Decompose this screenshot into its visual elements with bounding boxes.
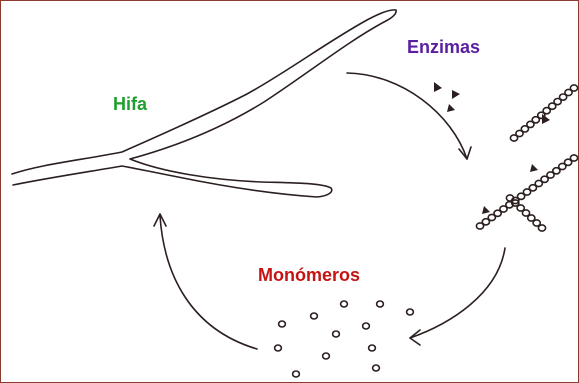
monomer-bead-icon (377, 301, 384, 307)
enzyme-triangle-icon (434, 82, 442, 92)
monomer-bead-icon (293, 371, 300, 377)
monomer-bead-icon (373, 365, 380, 371)
hypha-icon (12, 10, 396, 197)
polymer-ring (538, 225, 545, 231)
enzyme-triangle-icon (482, 206, 490, 214)
monomeros-label: Monómeros (258, 265, 360, 285)
polymer-chains (476, 85, 577, 231)
monomer-bead-icon (407, 309, 414, 315)
cycle-arrow-icon (410, 248, 505, 345)
monomer-beads (275, 301, 414, 377)
enzyme-triangles (434, 82, 550, 214)
enzyme-triangle-icon (530, 164, 538, 172)
monomer-bead-icon (369, 345, 376, 351)
enzyme-triangle-icon (452, 90, 460, 99)
enzimas-label: Enzimas (407, 37, 480, 57)
monomer-bead-icon (341, 301, 348, 307)
monomer-bead-icon (275, 345, 282, 351)
monomer-bead-icon (279, 321, 286, 327)
monomer-bead-icon (311, 313, 318, 319)
monomer-bead-icon (323, 353, 330, 359)
monomer-bead-icon (363, 323, 370, 329)
monomer-bead-icon (333, 331, 340, 337)
polymer-ring (570, 155, 577, 161)
cycle-arrow-icon (154, 214, 257, 349)
enzyme-triangle-icon (447, 104, 455, 112)
cycle-arrow-icon (347, 73, 471, 159)
hifa-label: Hifa (113, 94, 148, 114)
polymer-ring (570, 85, 577, 91)
enzyme-triangle-icon (542, 114, 550, 124)
